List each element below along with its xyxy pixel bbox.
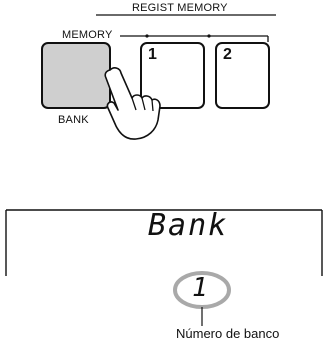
memory-button-2[interactable]: 2 xyxy=(215,42,270,109)
memory-button-1-label: 1 xyxy=(148,46,157,63)
panel-lines xyxy=(96,14,276,42)
pointing-hand-icon xyxy=(104,67,161,140)
bank-label: BANK xyxy=(58,114,89,126)
memory-label: MEMORY xyxy=(62,29,113,41)
lcd-word: Bank xyxy=(148,208,229,243)
regist-memory-label: REGIST MEMORY xyxy=(132,2,228,14)
lcd-display xyxy=(5,209,323,326)
bank-number: 1 xyxy=(192,273,208,303)
bank-number-caption: Número de banco xyxy=(176,326,280,341)
memory-button-2-label: 2 xyxy=(223,46,232,63)
